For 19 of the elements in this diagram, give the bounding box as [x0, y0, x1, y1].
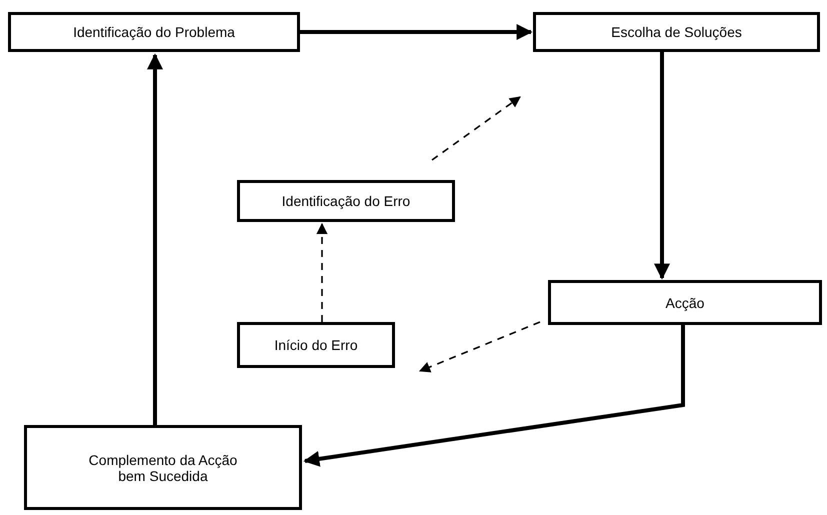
process-box [237, 322, 395, 368]
arrow [432, 96, 521, 161]
process-box [8, 12, 300, 52]
arrow [654, 52, 670, 280]
box-label: Identificação do Erro [282, 193, 410, 209]
arrow [316, 222, 328, 322]
process-box [533, 12, 820, 52]
arrow [418, 321, 540, 372]
box-label: Escolha de Soluções [611, 24, 742, 40]
box-label: Complemento da Acção bem Sucedida [88, 452, 238, 484]
process-box [237, 180, 455, 222]
process-box [24, 425, 302, 510]
arrow [303, 325, 685, 467]
arrow [147, 53, 163, 425]
arrow [300, 24, 533, 40]
box-label: Início do Erro [274, 337, 358, 353]
box-label: Identificação do Problema [73, 24, 235, 40]
process-box [548, 280, 822, 325]
box-label: Acção [666, 294, 704, 310]
